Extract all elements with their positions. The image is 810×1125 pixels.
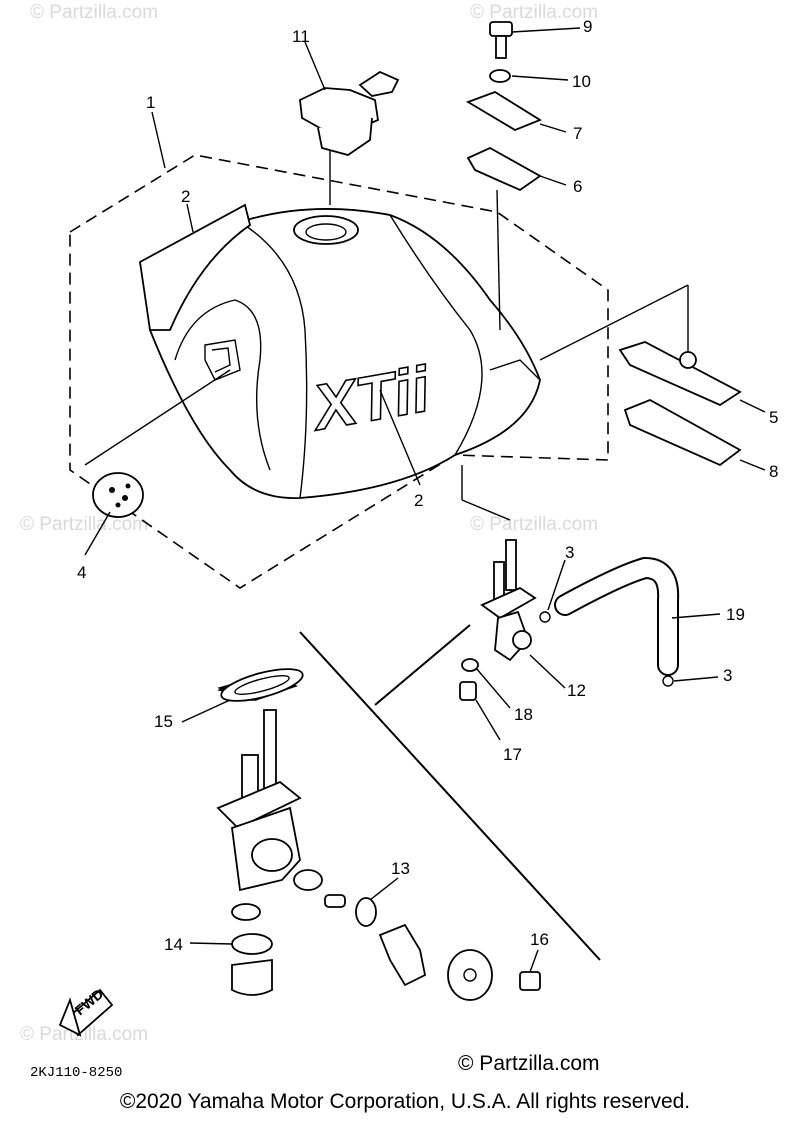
- fuel-cock-exploded: [216, 675, 541, 1001]
- band-nut: [679, 351, 697, 369]
- gasket: [461, 658, 479, 672]
- callout-17: 17: [503, 745, 522, 764]
- watermark: © Partzilla.com: [470, 514, 598, 535]
- callout-16: 16: [530, 930, 549, 949]
- tank-band-lower: [623, 399, 742, 467]
- copyright-notice: ©2020 Yamaha Motor Corporation, U.S.A. A…: [119, 1090, 691, 1113]
- callout-9: 9: [583, 17, 592, 36]
- clip: [539, 611, 551, 623]
- watermark: © Partzilla.com: [470, 2, 598, 23]
- washer: [489, 69, 511, 83]
- callout-13: 13: [391, 859, 410, 878]
- watermark: © Partzilla.com: [20, 1024, 148, 1045]
- clip: [662, 675, 674, 687]
- fuel-cock-upper: [480, 539, 537, 662]
- callout-12: 12: [567, 681, 586, 700]
- site-watermark: © Partzilla.com: [458, 1052, 600, 1075]
- fuel-cap: [299, 70, 400, 205]
- tank-cushion: [92, 472, 144, 518]
- tank-damper: [466, 146, 542, 192]
- callout-6: 6: [573, 177, 582, 196]
- callout-10: 10: [572, 72, 591, 91]
- diagram-code: 2KJ110-8250: [30, 1065, 122, 1081]
- callout-19: 19: [726, 605, 745, 624]
- callout-2b: 2: [414, 491, 423, 510]
- callout-4: 4: [77, 563, 86, 582]
- drain-bolt: [459, 681, 477, 701]
- callout-2: 2: [181, 187, 190, 206]
- callout-15: 15: [154, 712, 173, 731]
- callout-3: 3: [565, 543, 574, 562]
- tank-band: [618, 341, 742, 407]
- watermark: © Partzilla.com: [20, 514, 148, 535]
- tank-decal: [139, 203, 252, 331]
- callout-11: 11: [292, 27, 310, 46]
- callout-7: 7: [573, 124, 582, 143]
- detail-pointer: [374, 624, 471, 706]
- callout-leaders: [84, 27, 766, 973]
- watermark: © Partzilla.com: [30, 2, 158, 23]
- callout-8: 8: [769, 462, 778, 481]
- callout-18: 18: [514, 705, 533, 724]
- fuel-cock-gasket: [220, 668, 304, 702]
- bolt: [489, 21, 513, 59]
- tank-bracket: [465, 91, 542, 132]
- callout-3b: 3: [723, 666, 732, 685]
- callout-5: 5: [769, 408, 778, 427]
- detail-separator: [299, 631, 601, 961]
- fuel-tank: XTii: [149, 208, 541, 499]
- callout-14: 14: [164, 935, 183, 954]
- callout-1: 1: [146, 93, 155, 112]
